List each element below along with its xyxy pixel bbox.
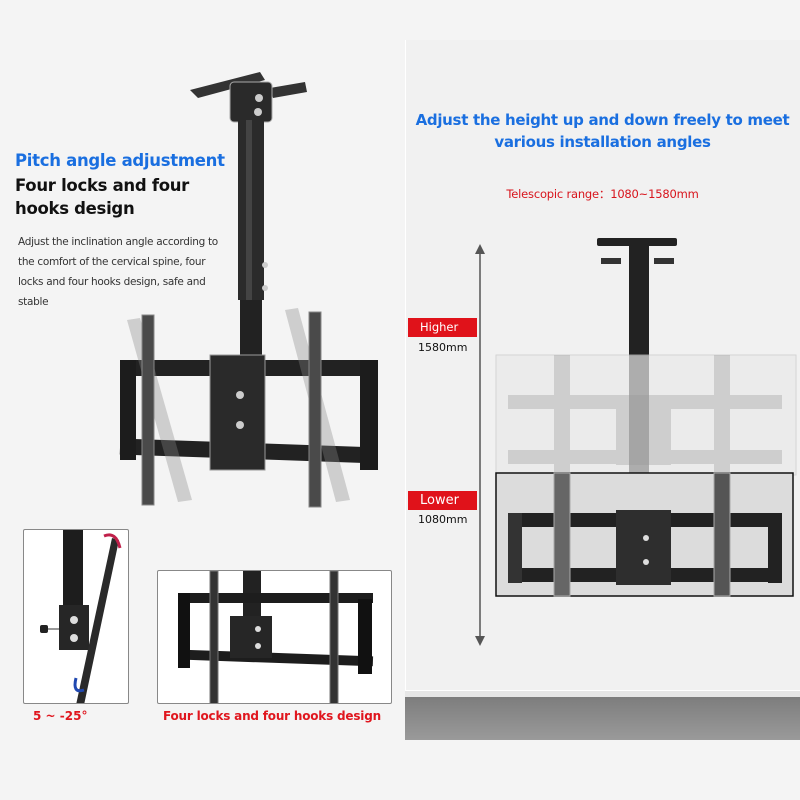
ceiling-mount-icon xyxy=(119,72,378,508)
tilt-range-caption: 5 ~ -25° xyxy=(33,709,88,723)
four-locks-caption: Four locks and four hooks design xyxy=(163,709,381,723)
baseboard xyxy=(405,690,800,698)
height-heading: Adjust the height up and down freely to … xyxy=(415,111,790,151)
lower-value: 1080mm xyxy=(418,513,468,526)
height-adjust-illustration xyxy=(475,238,797,646)
four-locks-image xyxy=(157,570,392,704)
pitch-heading: Pitch angle adjustment xyxy=(15,151,225,170)
tilt-side-view-icon xyxy=(40,530,122,703)
left-panel: Pitch angle adjustment Four locks and fo… xyxy=(15,72,392,723)
description: Adjust the inclination angle according t… xyxy=(18,236,218,308)
higher-badge: Higher xyxy=(408,318,477,337)
lower-badge: Lower xyxy=(408,491,477,510)
tilt-side-view-image xyxy=(23,529,129,704)
four-locks-front-icon xyxy=(178,571,374,703)
higher-value: 1580mm xyxy=(418,341,468,354)
right-panel xyxy=(405,40,800,740)
telescopic-range-label: Telescopic range：1080~1580mm xyxy=(506,187,699,201)
locks-heading: Four locks and four hooks design xyxy=(15,176,190,218)
floor-tiles xyxy=(405,697,800,740)
